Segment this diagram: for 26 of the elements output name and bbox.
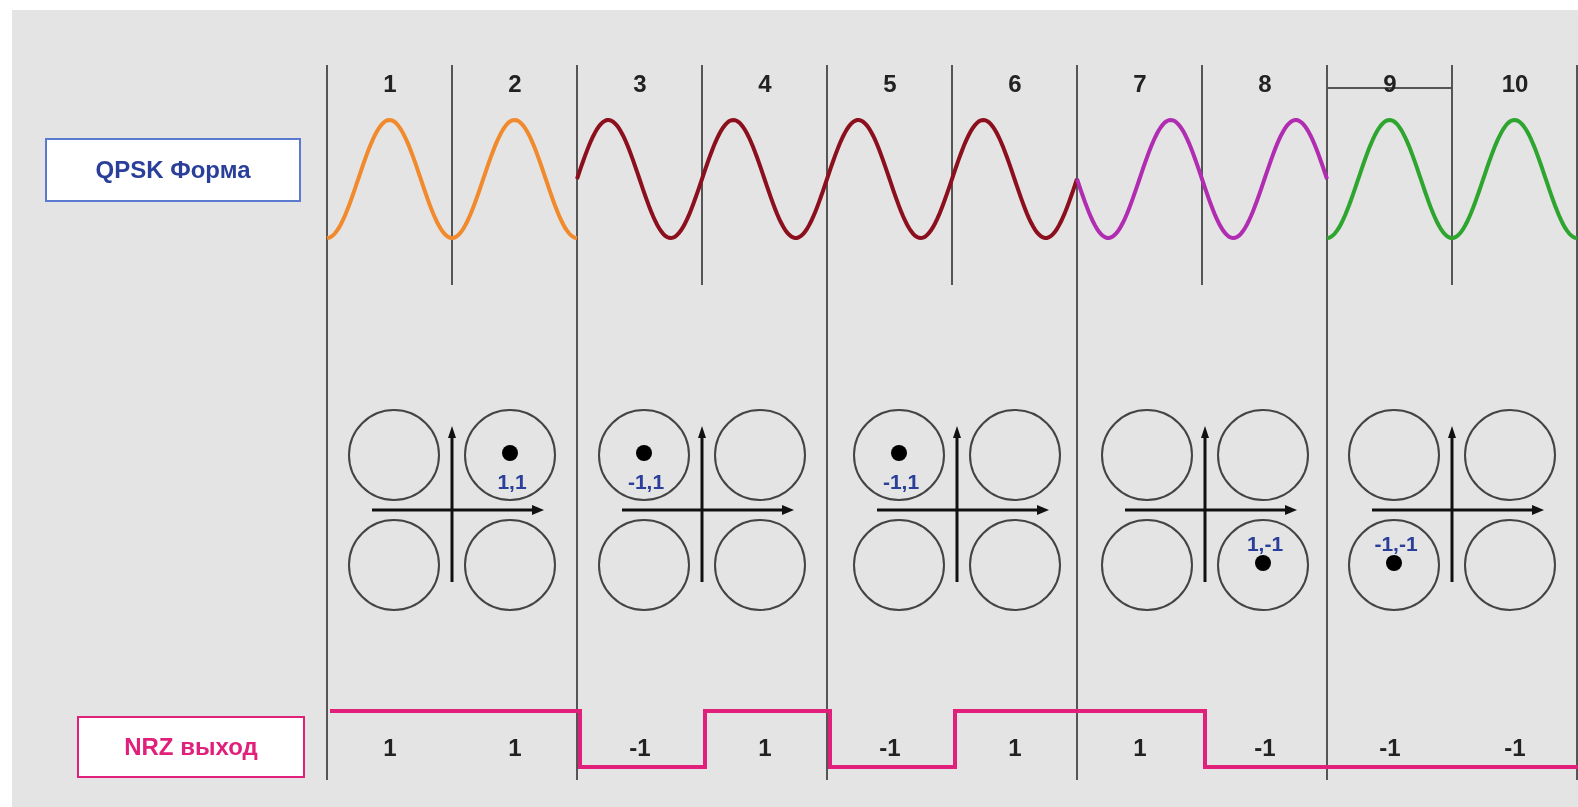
nrz-value: 1	[1008, 734, 1022, 762]
column-number: 4	[758, 70, 772, 98]
nrz-value: -1	[629, 734, 651, 762]
column-number: 3	[633, 70, 647, 98]
signal-label: QPSK Форма	[45, 138, 301, 202]
column-number: 2	[508, 70, 522, 98]
nrz-value: 1	[383, 734, 397, 762]
nrz-value: -1	[1379, 734, 1401, 762]
nrz-value: 1	[758, 734, 772, 762]
nrz-value: -1	[1504, 734, 1526, 762]
point-label: -1,1	[627, 470, 665, 494]
column-number: 6	[1008, 70, 1022, 98]
signal-label: NRZ выход	[77, 716, 305, 778]
point-label: 1,-1	[1246, 532, 1284, 556]
point-label: 1,1	[497, 470, 527, 494]
nrz-value: -1	[879, 734, 901, 762]
column-number: 1	[383, 70, 397, 98]
nrz-value: 1	[508, 734, 522, 762]
column-number: 5	[883, 70, 897, 98]
nrz-value: 1	[1133, 734, 1147, 762]
column-number: 10	[1501, 70, 1529, 98]
nrz-value: -1	[1254, 734, 1276, 762]
column-number: 7	[1133, 70, 1147, 98]
point-label: -1,1	[882, 470, 920, 494]
point-label: -1,-1	[1374, 532, 1418, 556]
column-number: 8	[1258, 70, 1272, 98]
